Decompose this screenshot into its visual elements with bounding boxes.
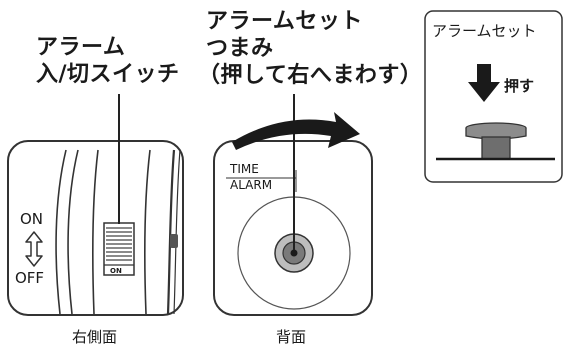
side-button <box>170 234 178 248</box>
switch-heading-line-1: アラーム <box>36 35 126 60</box>
clock-edge-line-2 <box>67 149 79 315</box>
push-label: 押す <box>504 77 535 95</box>
knob-heading-line-2: つまみ <box>206 36 274 61</box>
clock-edge-line-5 <box>166 149 176 315</box>
up-down-arrow-icon <box>25 231 43 267</box>
on-label: ON <box>20 210 44 228</box>
side-view-panel <box>7 94 184 316</box>
clock-edge-line-1 <box>55 149 67 315</box>
push-button-stem <box>481 136 511 160</box>
switch-heading: アラーム 入/切スイッチ <box>36 34 180 88</box>
off-label: OFF <box>15 269 45 287</box>
clock-edge-line-6 <box>173 149 181 315</box>
inset-title: アラームセット <box>432 22 537 40</box>
knob-heading: アラームセット つまみ （押して右へまわす） <box>198 8 422 89</box>
alarm-label: ALARM <box>230 178 273 192</box>
alarm-switch-ridges <box>106 227 132 261</box>
back-view-caption: 背面 <box>276 328 307 346</box>
inset-panel <box>424 10 563 183</box>
knob-heading-line-1: アラームセット <box>206 9 363 34</box>
side-view-frame <box>7 140 184 316</box>
knob-heading-line-3: （押して右へまわす） <box>198 63 423 88</box>
clock-edge-line-4 <box>144 149 151 315</box>
switch-marking: ON <box>110 267 122 275</box>
switch-heading-line-2: 入/切スイッチ <box>36 62 180 87</box>
side-view-caption: 右側面 <box>72 328 118 346</box>
alarm-knob-center <box>290 249 298 257</box>
inset-frame <box>424 10 563 183</box>
down-arrow-icon <box>468 64 500 102</box>
back-view-panel <box>213 94 373 316</box>
curved-arrow-right-icon <box>232 112 360 150</box>
time-label: TIME <box>230 162 259 176</box>
clock-edge-line-3 <box>92 149 99 315</box>
